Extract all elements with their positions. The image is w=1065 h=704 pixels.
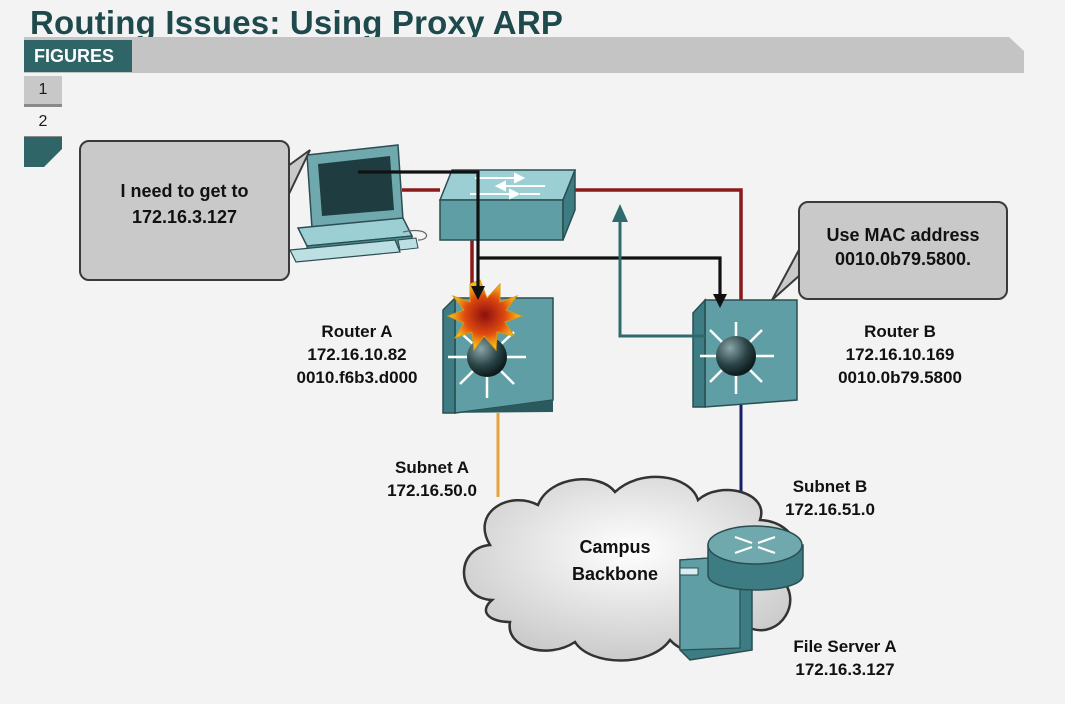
router-a-ip: 172.16.10.82 [307, 345, 407, 364]
host-callout-tail [287, 149, 311, 197]
workstation-icon [289, 144, 428, 263]
arp-request-arrow [358, 170, 727, 308]
subnet-a-label: Subnet A 172.16.50.0 [372, 456, 492, 502]
subnet-b-network: 172.16.51.0 [785, 500, 875, 519]
router-b-name: Router B [864, 322, 936, 341]
router-b-mac: 0010.0b79.5800 [838, 368, 962, 387]
subnet-a-network: 172.16.50.0 [387, 481, 477, 500]
title-banner [24, 37, 1024, 73]
host-callout-line2: 172.16.3.127 [131, 207, 238, 227]
backbone-router-icon [707, 525, 804, 591]
arp-burst-icon [446, 279, 524, 352]
router-b-icon [692, 298, 798, 408]
router-b-callout-line2: 0010.0b79.5800. [834, 249, 972, 269]
router-b-callout-line1: Use MAC address [826, 225, 980, 245]
router-b-ip: 172.16.10.169 [845, 345, 955, 364]
proxy-reply-arrow [612, 204, 705, 338]
router-a-name: Router A [321, 322, 393, 341]
campus-label-line1: Campus [579, 537, 651, 557]
router-a-label: Router A 172.16.10.82 0010.f6b3.d000 [282, 320, 432, 389]
router-b-callout-tail [771, 247, 801, 301]
subnet-b-name: Subnet B [792, 477, 868, 496]
next-figure-icon[interactable] [24, 137, 62, 167]
page-title: Routing Issues: Using Proxy ARP [30, 4, 564, 41]
file-server-ip: 172.16.3.127 [795, 660, 895, 679]
router-b-reply-callout: Use MAC address 0010.0b79.5800. [798, 201, 1008, 300]
host-request-callout: I need to get to 172.16.3.127 [79, 140, 290, 281]
subnet-b-label: Subnet B 172.16.51.0 [770, 475, 890, 521]
campus-backbone-label: Campus Backbone [555, 534, 675, 588]
router-a-mac: 0010.f6b3.d000 [296, 368, 418, 387]
campus-label-line2: Backbone [571, 564, 659, 584]
router-b-label: Router B 172.16.10.169 0010.0b79.5800 [815, 320, 985, 389]
subnet-a-name: Subnet A [395, 458, 469, 477]
figure-1-button[interactable]: 1 [24, 76, 62, 107]
file-server-label: File Server A 172.16.3.127 [775, 635, 915, 681]
file-server-name: File Server A [793, 637, 897, 656]
figures-tab: FIGURES [24, 40, 132, 72]
host-callout-line1: I need to get to [120, 181, 249, 201]
lan-switch-icon [438, 169, 577, 241]
